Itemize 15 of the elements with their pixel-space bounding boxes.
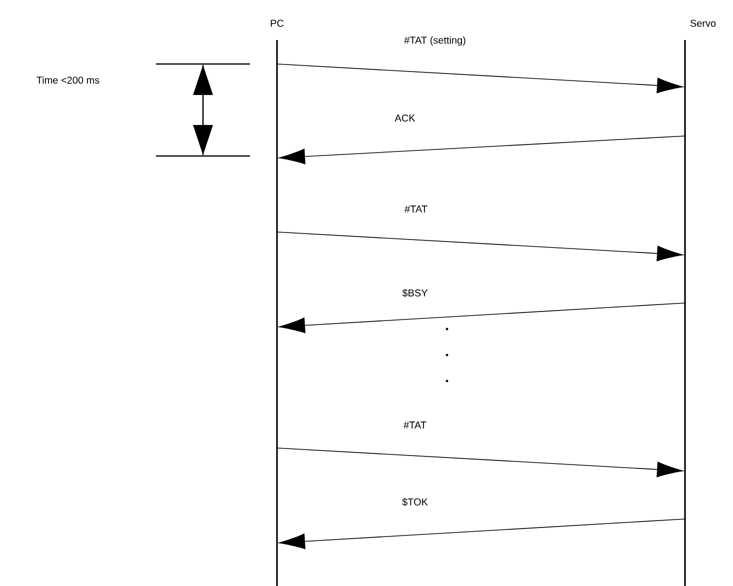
message-arrow — [278, 518, 686, 550]
message-arrow — [276, 64, 684, 94]
dimension-label: Time <200 ms — [36, 76, 100, 84]
message-arrow — [276, 232, 684, 262]
edge-label: #TAT — [404, 422, 426, 428]
edge-label: ACK — [394, 114, 416, 122]
participant-lifeline: PC — [270, 20, 284, 586]
message-arrow — [278, 136, 686, 164]
edge-label: $TOK — [402, 498, 428, 506]
edge-label: #TAT (setting) — [404, 36, 466, 46]
edge-label: #TAT — [404, 206, 428, 212]
message-arrow — [278, 302, 686, 334]
message-arrow — [276, 448, 684, 478]
participant-lifeline: Servo — [684, 20, 716, 586]
edge-label: $BSY — [402, 288, 428, 298]
